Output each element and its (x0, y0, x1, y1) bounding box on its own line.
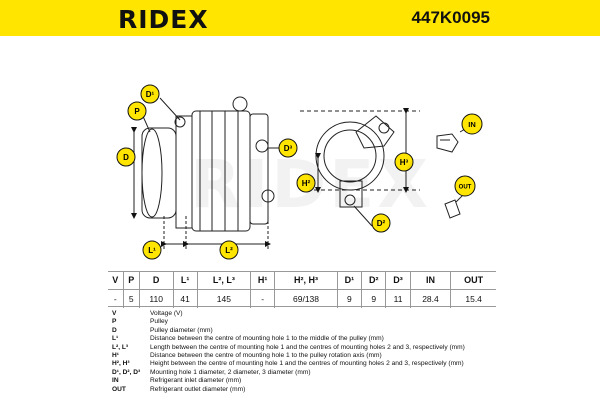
legend-row: OUT Refrigerant outlet diameter (mm) (112, 386, 532, 394)
technical-drawing: RIDEX (0, 36, 600, 270)
label-d3: D³ (278, 138, 298, 158)
label-d1: D¹ (140, 84, 160, 104)
specs-header-cell: D (138, 271, 174, 290)
label-l2: L² (219, 240, 239, 260)
specs-header-cell: V (108, 271, 124, 290)
label-h3: H³ (394, 152, 414, 172)
label-p: P (127, 101, 147, 121)
dimension-labels: D¹ P D L¹ L² D³ (116, 84, 483, 260)
specs-header-cell: H², H³ (274, 271, 338, 290)
specs-value-cell: - (113, 294, 117, 304)
label-d2: D² (371, 213, 391, 233)
specs-value-cell: 69/138 (274, 289, 338, 308)
specs-value-row: - 5 110 41 145 - 69/138 9 9 11 28.4 15.4 (108, 289, 496, 308)
legend-symbol: IN (112, 377, 119, 385)
svg-text:D¹: D¹ (146, 90, 155, 99)
specs-value-cell: - (249, 289, 275, 308)
legend-description: Distance between the centre of mounting … (150, 352, 382, 360)
legend-row: D Pulley diameter (mm) (112, 327, 532, 335)
svg-text:L²: L² (225, 246, 233, 255)
svg-text:D²: D² (377, 219, 386, 228)
part-number: 447K0095 (411, 8, 490, 27)
legend-description: Height between the centre of mounting ho… (150, 360, 464, 368)
specs-header-cell: D¹ (336, 271, 362, 290)
specs-value-cell: 11 (385, 289, 411, 308)
svg-text:P: P (134, 107, 140, 116)
specs-header-cell: OUT (450, 271, 496, 290)
specs-value-cell: 41 (172, 289, 198, 308)
legend-symbol: D¹, D², D³ (112, 368, 141, 376)
watermark: RIDEX (190, 146, 432, 223)
legend-symbol: L¹ (112, 335, 119, 343)
legend-row: V Voltage (V) (112, 310, 532, 318)
legend-row: L², L³ Length between the centre of mount… (112, 344, 532, 352)
legend-row: H², H³ Height between the centre of mount… (112, 360, 532, 368)
svg-text:H³: H³ (400, 158, 409, 167)
label-l1: L¹ (142, 240, 162, 260)
specs-header-cell: L², L³ (196, 271, 251, 290)
legend: V Voltage (V) P Pulley D Pulley diameter (m… (112, 310, 532, 394)
specs-header-cell: D³ (385, 271, 411, 290)
specs-header-row: V P D L¹ L², L³ H¹ H², H³ D¹ D² D³ IN OU… (108, 271, 496, 290)
legend-row: L¹ Distance between the centre of mountin… (112, 335, 532, 343)
specs-value-cell: 15.4 (450, 289, 496, 308)
legend-row: P Pulley (112, 318, 532, 326)
legend-description: Pulley (150, 318, 168, 326)
ridex-logo: RIDEX (118, 5, 209, 34)
specs-table: V P D L¹ L², L³ H¹ H², H³ D¹ D² D³ IN OU… (108, 271, 496, 308)
svg-text:IN: IN (468, 120, 476, 129)
svg-text:D: D (123, 153, 129, 162)
legend-description: Length between the centre of mounting ho… (150, 343, 465, 351)
refrigerant-fittings (436, 125, 471, 219)
svg-text:L¹: L¹ (148, 246, 156, 255)
specs-value-cell: 28.4 (409, 289, 451, 308)
legend-description: Refrigerant inlet diameter (mm) (150, 377, 242, 385)
legend-symbol: OUT (112, 385, 126, 393)
specs-header-cell: L¹ (172, 271, 198, 290)
header-bar: RIDEX 447K0095 (0, 0, 600, 36)
legend-row: IN Refrigerant inlet diameter (mm) (112, 377, 532, 385)
legend-symbol: H¹ (112, 352, 119, 360)
legend-row: D¹, D², D³ Mounting hole 1 diameter, 2 di… (112, 369, 532, 377)
label-in: IN (461, 113, 483, 135)
svg-text:D³: D³ (284, 144, 293, 153)
legend-row: H¹ Distance between the centre of mountin… (112, 352, 532, 360)
legend-symbol: V (112, 310, 117, 317)
specs-header-cell: IN (409, 271, 451, 290)
label-d: D (116, 147, 136, 167)
compressor-front-view (300, 108, 420, 227)
legend-description: Pulley diameter (mm) (150, 326, 213, 334)
specs-header-cell: P (122, 271, 140, 290)
legend-description: Distance between the centre of mounting … (150, 335, 384, 343)
legend-description: Voltage (V) (150, 310, 183, 317)
legend-symbol: D (112, 326, 117, 334)
specs-header-cell: H¹ (249, 271, 275, 290)
specs-value-cell: 110 (138, 289, 174, 308)
specs-header-cell: D² (361, 271, 386, 290)
legend-description: Refrigerant outlet diameter (mm) (150, 385, 246, 393)
legend-description: Mounting hole 1 diameter, 2 diameter, 3 … (150, 368, 311, 376)
specs-value-cell: 9 (336, 289, 362, 308)
specs-value-cell: 5 (122, 289, 140, 308)
svg-text:OUT: OUT (459, 185, 472, 191)
legend-symbol: L², L³ (112, 343, 129, 351)
legend-symbol: P (112, 318, 117, 326)
legend-symbol: H², H³ (112, 360, 130, 368)
svg-text:H²: H² (302, 179, 311, 188)
compressor-side-view (131, 96, 286, 250)
label-out: OUT (454, 175, 476, 197)
compressor-drawing: D¹ P D L¹ L² D³ (116, 84, 483, 260)
label-h2: H² (296, 173, 316, 193)
specs-value-cell: 145 (196, 289, 251, 308)
specs-value-cell: 9 (361, 289, 386, 308)
